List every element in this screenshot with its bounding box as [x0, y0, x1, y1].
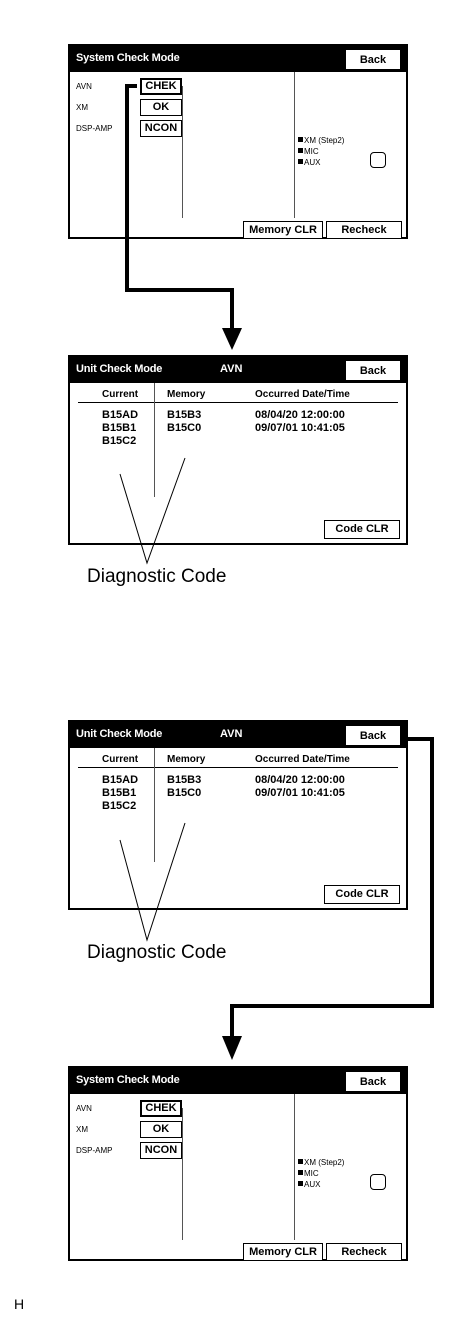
legend-item-xm-step2: XM (Step2)	[298, 1158, 344, 1167]
connector-line	[230, 737, 434, 1040]
screen-subtitle: AVN	[220, 728, 243, 740]
recheck-button[interactable]: Recheck	[326, 221, 402, 239]
status-xm-button[interactable]: OK	[140, 99, 182, 116]
status-avn-button[interactable]: CHEK	[140, 78, 182, 95]
back-button[interactable]: Back	[345, 49, 401, 70]
code-clr-button[interactable]: Code CLR	[324, 885, 400, 904]
legend-item-mic: MIC	[298, 1169, 319, 1178]
occurred-datetime: 08/04/20 12:00:00	[255, 774, 345, 786]
screen-title: System Check Mode	[76, 52, 180, 64]
memory-clr-button[interactable]: Memory CLR	[243, 1243, 323, 1261]
legend-item-mic: MIC	[298, 147, 319, 156]
back-button[interactable]: Back	[345, 360, 401, 381]
memory-code: B15C0	[167, 787, 202, 799]
screen-subtitle: AVN	[220, 363, 243, 375]
header-divider	[78, 402, 398, 403]
current-code: B15AD	[102, 774, 139, 786]
current-code: B15B1	[102, 787, 137, 799]
title-bar: System Check Mode Back	[70, 1068, 406, 1094]
arrowhead	[222, 1036, 242, 1060]
occurred-datetime: 08/04/20 12:00:00	[255, 409, 345, 421]
figure-mark: H	[14, 1296, 25, 1312]
screen-title: System Check Mode	[76, 1074, 180, 1086]
system-check-screen-1: System Check Mode Back AVN XM DSP-AMP CH…	[68, 44, 408, 239]
header-current: Current	[102, 389, 139, 400]
status-xm-button[interactable]: OK	[140, 1121, 182, 1138]
status-dsp-amp-button[interactable]: NCON	[140, 1142, 182, 1159]
back-button[interactable]: Back	[345, 1071, 401, 1092]
connector-line	[125, 84, 234, 332]
row-label-dsp-amp: DSP-AMP	[76, 1146, 113, 1155]
header-current: Current	[102, 754, 139, 765]
column-divider	[154, 748, 155, 862]
round-button[interactable]	[370, 152, 386, 168]
title-bar: System Check Mode Back	[70, 46, 406, 72]
divider	[294, 1094, 295, 1240]
current-code: B15C2	[102, 800, 137, 812]
title-bar: Unit Check Mode AVN Back	[70, 722, 406, 748]
arrowhead	[222, 328, 242, 350]
divider	[294, 72, 295, 218]
recheck-button[interactable]: Recheck	[326, 1243, 402, 1261]
header-memory: Memory	[167, 754, 206, 765]
row-label-avn: AVN	[76, 82, 92, 91]
current-code: B15AD	[102, 409, 139, 421]
memory-code: B15B3	[167, 774, 202, 786]
divider	[182, 86, 183, 218]
status-dsp-amp-button[interactable]: NCON	[140, 120, 182, 137]
round-button[interactable]	[370, 1174, 386, 1190]
memory-clr-button[interactable]: Memory CLR	[243, 221, 323, 239]
diagnostic-code-label: Diagnostic Code	[87, 566, 227, 587]
current-code: B15B1	[102, 422, 137, 434]
system-check-screen-2: System Check Mode Back AVN XM DSP-AMP CH…	[68, 1066, 408, 1261]
code-clr-button[interactable]: Code CLR	[324, 520, 400, 539]
status-avn-button[interactable]: CHEK	[140, 1100, 182, 1117]
diagnostic-code-label: Diagnostic Code	[87, 942, 227, 963]
header-divider	[78, 767, 398, 768]
memory-code: B15B3	[167, 409, 202, 421]
divider	[182, 1108, 183, 1240]
occurred-datetime: 09/07/01 10:41:05	[255, 422, 345, 434]
screen-title: Unit Check Mode	[76, 363, 163, 375]
unit-check-screen-1: Unit Check Mode AVN Back Current Memory …	[68, 355, 408, 545]
row-label-dsp-amp: DSP-AMP	[76, 124, 113, 133]
unit-check-screen-2: Unit Check Mode AVN Back Current Memory …	[68, 720, 408, 910]
legend-item-aux: AUX	[298, 1180, 320, 1189]
column-divider	[154, 383, 155, 497]
header-memory: Memory	[167, 389, 206, 400]
memory-code: B15C0	[167, 422, 202, 434]
diagnostic-pointer	[119, 822, 186, 942]
legend-item-xm-step2: XM (Step2)	[298, 136, 344, 145]
title-bar: Unit Check Mode AVN Back	[70, 357, 406, 383]
header-occurred: Occurred Date/Time	[255, 389, 350, 400]
row-label-xm: XM	[76, 103, 88, 112]
occurred-datetime: 09/07/01 10:41:05	[255, 787, 345, 799]
screen-title: Unit Check Mode	[76, 728, 163, 740]
legend-item-aux: AUX	[298, 158, 320, 167]
header-occurred: Occurred Date/Time	[255, 754, 350, 765]
back-button[interactable]: Back	[345, 725, 401, 746]
diagnostic-pointer	[119, 457, 186, 565]
row-label-avn: AVN	[76, 1104, 92, 1113]
current-code: B15C2	[102, 435, 137, 447]
row-label-xm: XM	[76, 1125, 88, 1134]
